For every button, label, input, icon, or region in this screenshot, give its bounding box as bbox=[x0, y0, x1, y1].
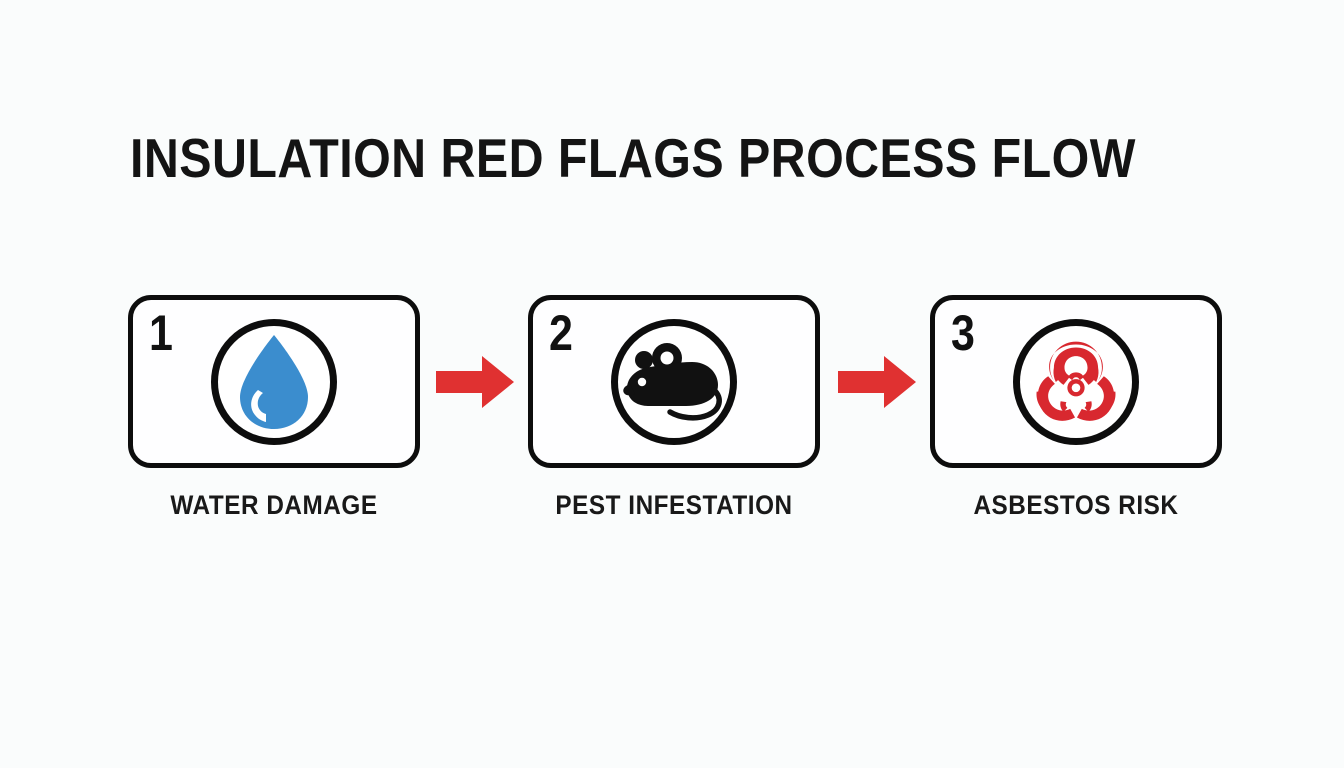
step-label-3: ASBESTOS RISK bbox=[973, 490, 1179, 520]
biohazard-icon bbox=[1028, 334, 1124, 430]
water-drop-icon bbox=[228, 332, 320, 432]
page-title: INSULATION RED FLAGS PROCESS FLOW bbox=[130, 127, 1136, 189]
step-icon-circle-3 bbox=[1013, 319, 1139, 445]
step-number-3: 3 bbox=[951, 305, 975, 361]
flow-arrow-1 bbox=[436, 353, 514, 411]
step-card-3[interactable]: 3 bbox=[930, 295, 1222, 468]
step-icon-circle-1 bbox=[211, 319, 337, 445]
process-flow-row: 1 WATER DAMAGE bbox=[128, 295, 1223, 535]
step-card-1[interactable]: 1 bbox=[128, 295, 420, 468]
step-number-1: 1 bbox=[149, 305, 173, 361]
process-step-3[interactable]: 3 bbox=[930, 295, 1222, 520]
step-number-2: 2 bbox=[549, 305, 573, 361]
step-label-2: PEST INFESTATION bbox=[555, 490, 793, 520]
step-icon-circle-2 bbox=[611, 319, 737, 445]
step-card-2[interactable]: 2 bbox=[528, 295, 820, 468]
mouse-icon bbox=[622, 340, 726, 424]
arrow-right-icon bbox=[436, 353, 514, 411]
step-label-1: WATER DAMAGE bbox=[170, 490, 378, 520]
process-step-2[interactable]: 2 bbox=[528, 295, 820, 520]
flow-arrow-2 bbox=[838, 353, 916, 411]
process-step-1[interactable]: 1 WATER DAMAGE bbox=[128, 295, 420, 520]
arrow-right-icon bbox=[838, 353, 916, 411]
